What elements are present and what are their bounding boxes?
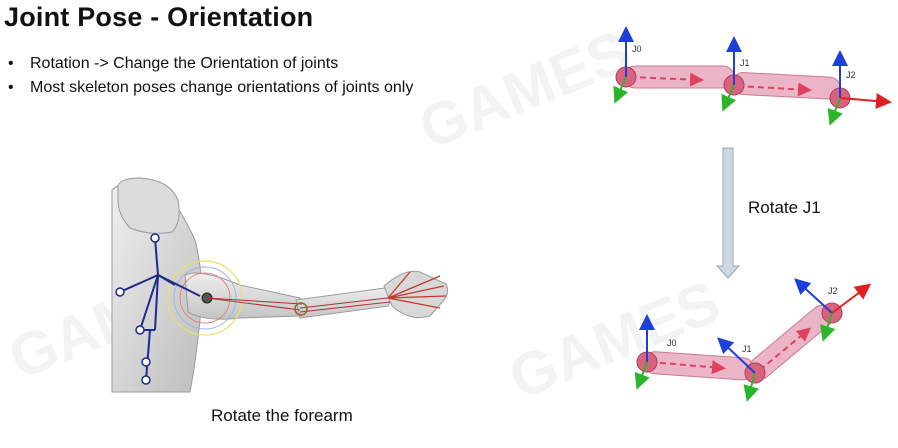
bone-direction-arrow: [759, 327, 812, 371]
axis-z-j2: [820, 312, 836, 342]
bullet-list: Rotation -> Change the Orientation of jo…: [8, 52, 413, 100]
rig-joint: [150, 233, 160, 243]
rotation-gizmo-outer: [167, 260, 243, 336]
rig-joint: [135, 325, 145, 335]
rig-joint: [141, 375, 151, 385]
axis-x-j2: [839, 93, 892, 109]
axis-z-j1: [721, 84, 737, 112]
axis-z-j1: [743, 372, 759, 402]
axis-y-j1: [717, 337, 756, 374]
elbow-joint: [294, 302, 308, 316]
bone-direction-arrow: [649, 360, 726, 375]
rotation-gizmo-inner: [173, 266, 237, 330]
skeleton-rig: [119, 237, 201, 381]
caption-rotate-forearm: Rotate the forearm: [211, 406, 353, 425]
joint-label: J1: [742, 344, 752, 354]
joint-label: J0: [632, 44, 642, 54]
bullet-item: Most skeleton poses change orientations …: [8, 76, 413, 100]
caption-rotate-j1: Rotate J1: [748, 198, 821, 217]
bone-direction-arrow: [737, 82, 812, 97]
axis-z-j2: [827, 97, 843, 126]
joint-label: J1: [740, 58, 750, 68]
slide-title: Joint Pose - Orientation: [4, 2, 314, 32]
rig-joint: [115, 287, 125, 297]
finger-bones: [387, 271, 447, 309]
mannequin-head: [117, 177, 180, 234]
axis-z-j0: [634, 361, 650, 390]
bullet-item: Rotation -> Change the Orientation of jo…: [8, 52, 413, 76]
joint-label: J2: [828, 286, 838, 296]
axis-y-j2: [794, 278, 833, 314]
bone-j0-j1: [643, 351, 755, 381]
rotation-gizmo-ring: [179, 272, 231, 324]
axis-z-j0: [613, 76, 629, 104]
axis-x-j2: [831, 283, 872, 314]
rig-joint: [141, 357, 151, 367]
joint-label: J0: [667, 338, 677, 348]
joint-label: J2: [846, 70, 856, 80]
arm-bone-lines: [206, 297, 391, 313]
bone-direction-arrow: [629, 72, 704, 87]
